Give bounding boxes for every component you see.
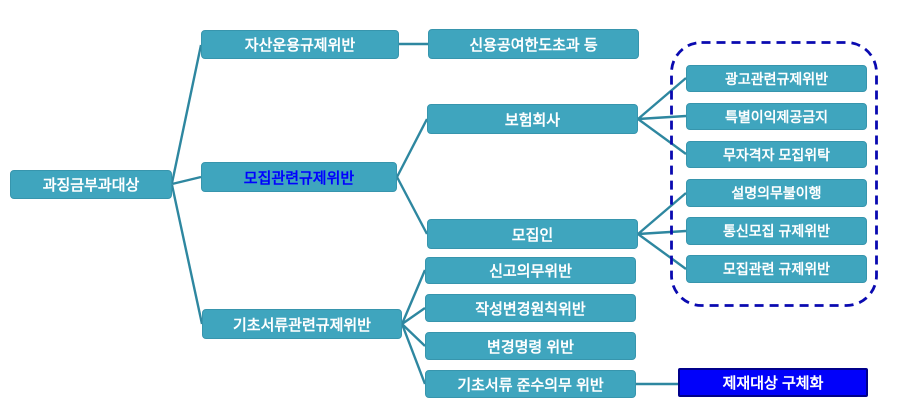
connector-insurer-to-ad <box>637 77 687 120</box>
connector-insurer-to-benefit <box>637 114 687 121</box>
connector-solicitation-to-recruiter <box>395 176 429 235</box>
node-sanction-target-specification: 제재대상 구체화 <box>678 368 868 397</box>
connector-recruiter-to-telecom <box>637 229 687 236</box>
node-report-duty-violation: 신고의무위반 <box>425 257 636 284</box>
node-telecom-recruitment-violation: 통신모집 규제위반 <box>686 217 867 245</box>
node-explanation-duty-failure: 설명의무불이행 <box>686 179 867 207</box>
node-change-order-violation: 변경명령 위반 <box>425 332 636 360</box>
node-advertising-violation: 광고관련규제위반 <box>686 65 867 92</box>
connector-solicitation-to-insurer <box>395 118 429 178</box>
connector-insurer-to-unqualified <box>637 118 687 155</box>
node-solicitation-violation: 모집관련규제위반 <box>201 162 397 192</box>
connector-basedoc-to-report <box>400 269 427 325</box>
connector-root-to-solicitation <box>171 175 202 186</box>
node-asset-management-violation: 자산운용규제위반 <box>201 30 399 59</box>
node-recruitment-related-violation: 모집관련 규제위반 <box>686 255 867 283</box>
node-basedoc-violation: 기초서류관련규제위반 <box>202 309 402 339</box>
connector-root-to-asset <box>170 44 203 184</box>
node-insurance-company: 보험회사 <box>427 104 638 134</box>
connector-basedoc-to-compliance <box>400 323 427 385</box>
node-penalty-target-root: 과징금부과대상 <box>10 170 172 199</box>
node-recruiter: 모집인 <box>427 219 638 249</box>
connector-recruiter-to-related <box>637 233 687 270</box>
node-unqualified-recruitment: 무자격자 모집위탁 <box>686 141 867 168</box>
connector-basedoc-to-principle <box>401 307 426 325</box>
recruitment-group-dashed-border <box>670 41 878 307</box>
node-basedoc-compliance-violation: 기초서류 준수의무 위반 <box>425 370 636 398</box>
node-drafting-change-principle-violation: 작성변경원칙위반 <box>425 294 636 322</box>
connector-root-to-basedoc <box>170 184 204 325</box>
connector-recruiter-to-explain <box>637 192 687 235</box>
node-special-benefit-prohibition: 특별이익제공금지 <box>686 103 867 130</box>
node-credit-limit-excess: 신용공여한도초과 등 <box>428 29 639 59</box>
connector-basedoc-to-order <box>401 323 426 347</box>
